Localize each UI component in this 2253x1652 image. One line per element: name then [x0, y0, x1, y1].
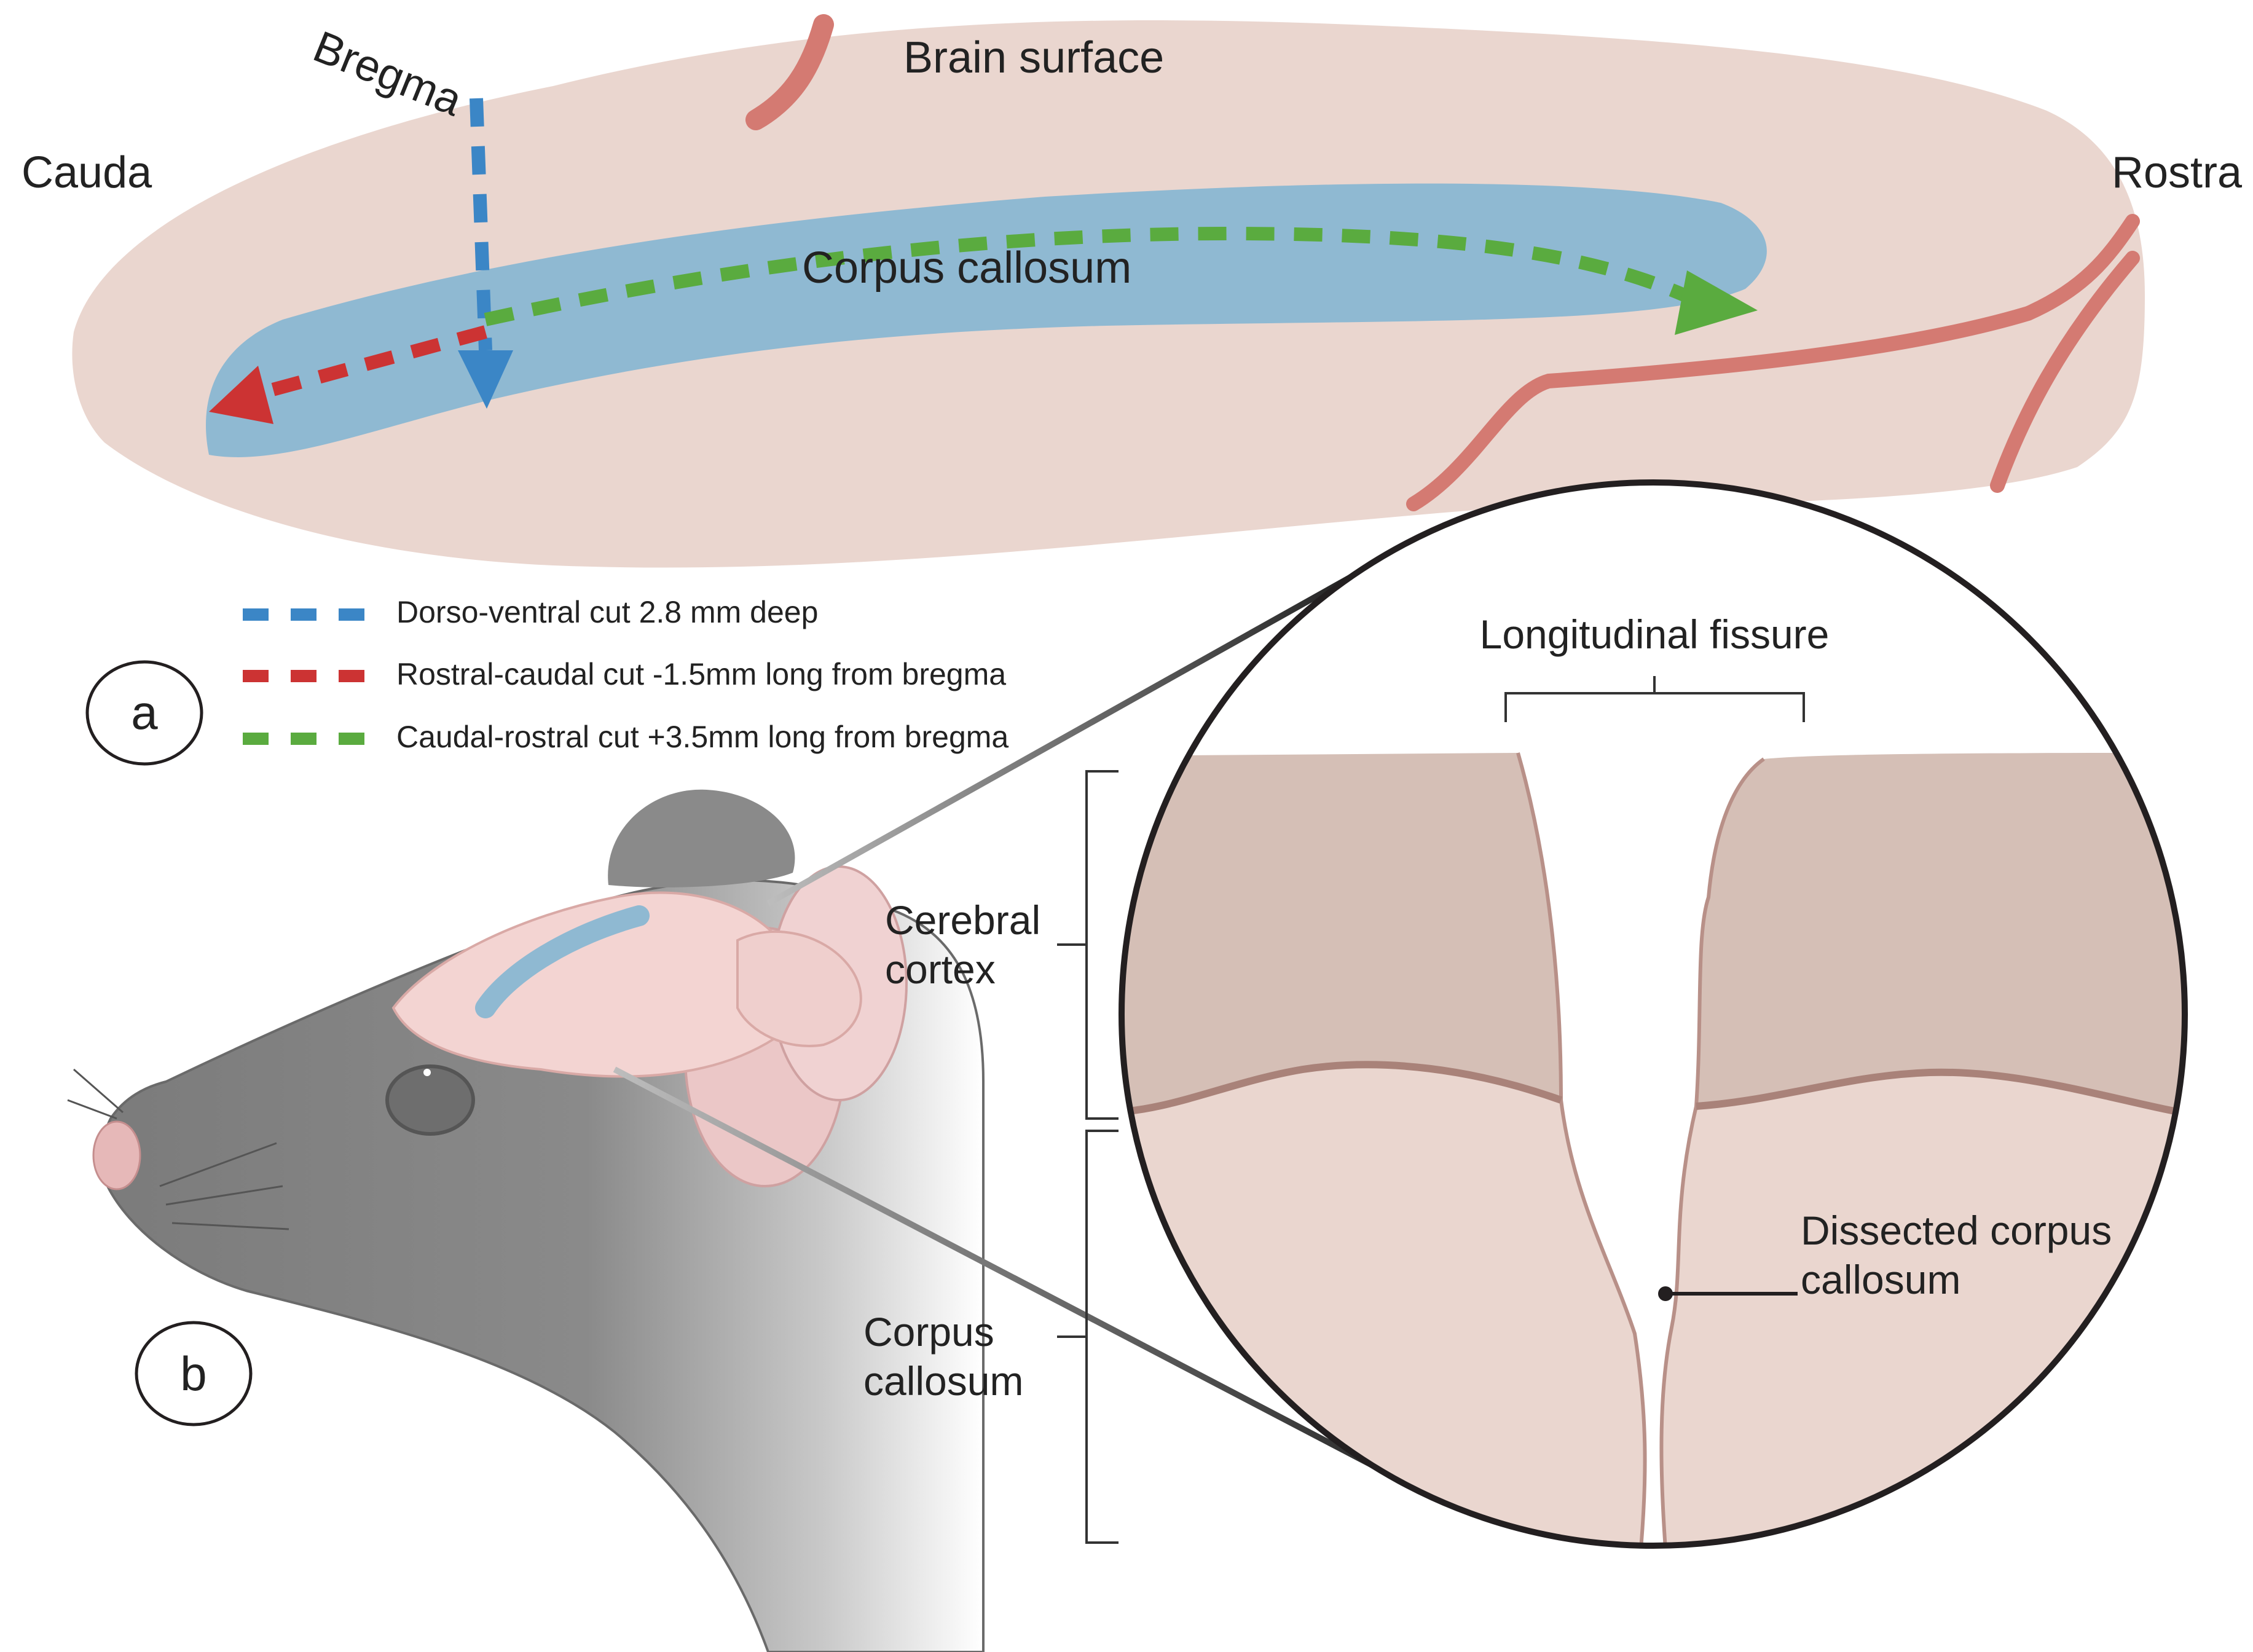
dissected-label-line1: Dissected corpus	[1801, 1208, 2112, 1253]
panel-b-label: b	[180, 1347, 206, 1401]
rostra-label: Rostra	[2112, 148, 2243, 197]
zoom-line-bottom	[613, 1066, 1440, 1503]
mouse-nose	[92, 1120, 141, 1190]
dorso-ventral-arrowhead	[458, 350, 513, 409]
bregma-label: Bregma	[307, 22, 470, 126]
cerebral-cortex-label-line2: cortex	[885, 946, 996, 992]
corpus-callosum-shape	[206, 183, 1767, 457]
cauda-label: Cauda	[22, 148, 152, 197]
dissected-label-line2: callosum	[1801, 1257, 1960, 1302]
left-cortex	[1122, 753, 1561, 1112]
cortex-boundary	[1122, 1061, 2185, 1119]
zoom-circle-border	[1119, 479, 2188, 1549]
legend-text-rostral-caudal: Rostral-caudal cut -1.5mm long from breg…	[396, 657, 1006, 691]
mouse-whiskers	[67, 1068, 289, 1230]
panel-b: Longitudinal fissure Cerebral cortex Cor…	[67, 479, 2188, 1652]
mouse-eye	[385, 1064, 475, 1136]
longitudinal-fissure-label: Longitudinal fissure	[1480, 612, 1830, 657]
caudal-rostral-cut	[484, 226, 1687, 326]
right-callosum	[1661, 1072, 2185, 1546]
cerebral-cortex-label-line1: Cerebral	[885, 897, 1040, 943]
fissure-edges	[1516, 752, 1765, 1546]
rostral-caudal-cut	[269, 325, 487, 397]
mouse-eye-highlight	[423, 1069, 431, 1076]
mouse-brain-callosum	[475, 905, 650, 1018]
legend-text-dorso-ventral: Dorso-ventral cut 2.8 mm deep	[396, 595, 818, 629]
legend-text-caudal-rostral: Caudal-rostral cut +3.5mm long from breg…	[396, 720, 1009, 754]
vessel-bottom	[1406, 214, 2140, 511]
vessel-top	[745, 14, 834, 130]
cortex-bracket	[1057, 770, 1119, 1120]
vessel-right	[1990, 251, 2140, 493]
panel-a-label: a	[131, 685, 158, 739]
rostral-caudal-arrowhead	[209, 366, 273, 424]
corpus-callosum-b-label-line2: callosum	[863, 1358, 1023, 1404]
corpus-callosum-b-label-line1: Corpus	[863, 1309, 994, 1355]
corpus-callosum-label: Corpus callosum	[802, 243, 1131, 293]
mouse-brain-cerebellum	[736, 930, 862, 1047]
mouse-ear-back	[608, 789, 795, 887]
fissure-bracket	[1504, 676, 1805, 722]
panel-a-badge	[85, 660, 203, 766]
callosum-bracket	[1057, 1130, 1119, 1544]
zoom-circle	[1119, 479, 2188, 1549]
right-cortex	[1696, 753, 2185, 1115]
panel-a: Bregma Brain surface Cauda Rostra Corpus…	[22, 14, 2243, 766]
brain-surface-label: Brain surface	[903, 33, 1164, 82]
panel-b-badge	[135, 1321, 253, 1426]
caudal-rostral-arrowhead	[1675, 270, 1758, 335]
zoom-line-top	[766, 572, 1357, 907]
legend: Dorso-ventral cut 2.8 mm deep Rostral-ca…	[243, 595, 1009, 754]
dorso-ventral-cut	[470, 98, 492, 351]
left-callosum	[1122, 1064, 1645, 1546]
